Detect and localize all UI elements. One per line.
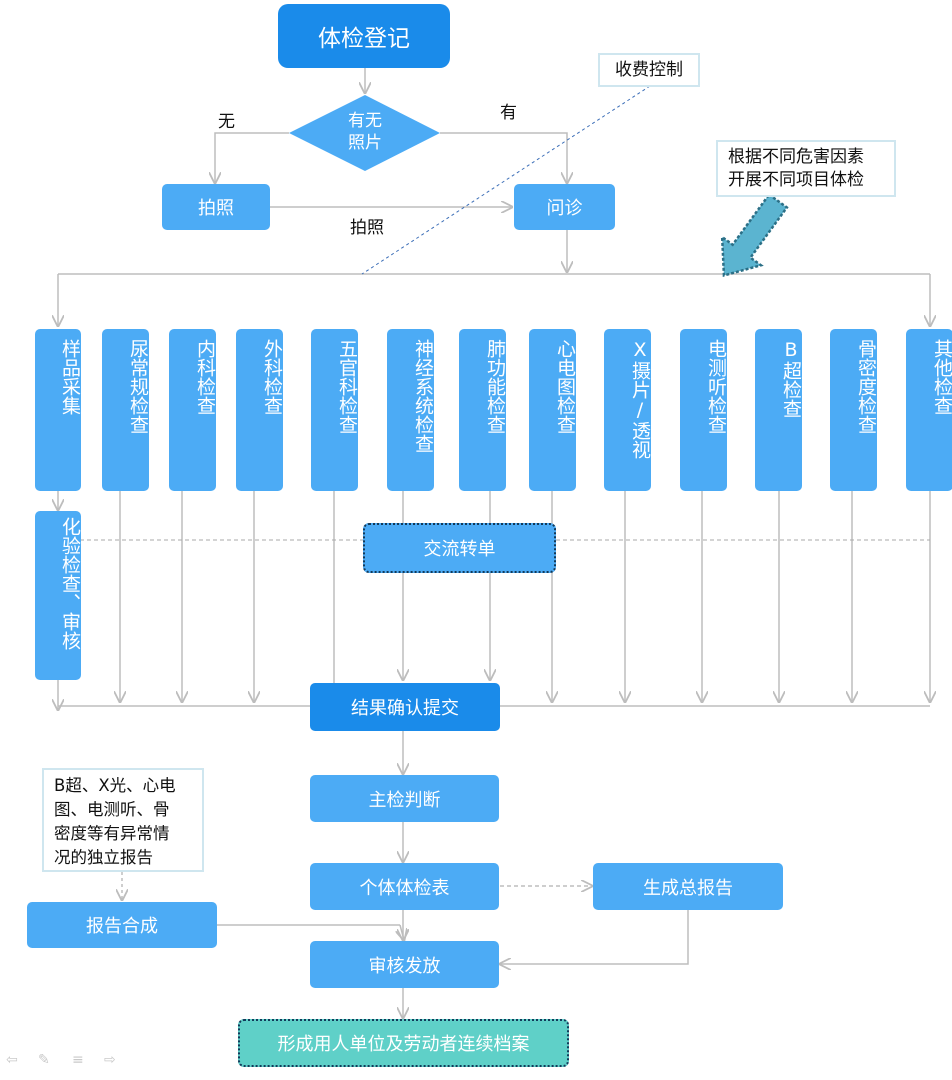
edge-label-photo: 拍照 <box>350 218 384 238</box>
next-slide-icon[interactable]: ⇨ <box>104 1052 116 1068</box>
exam-sample-collection: 样品采集 <box>35 329 81 491</box>
exam-ultrasound: B超检查 <box>755 329 802 491</box>
main-judge-node: 主检判断 <box>310 775 499 822</box>
review-issue-node: 审核发放 <box>310 941 499 988</box>
exam-audiometry: 电测听检查 <box>680 329 727 491</box>
exam-ecg: 心电图检查 <box>529 329 576 491</box>
edge-label-yes: 有 <box>500 103 517 123</box>
exam-other: 其他检查 <box>906 329 952 491</box>
hazard-note: 根据不同危害因素 开展不同项目体检 <box>716 140 896 197</box>
report-merge-node: 报告合成 <box>27 902 217 948</box>
independent-report-note: B超、X光、心电 图、电测听、骨 密度等有异常情 况的独立报告 <box>42 768 204 872</box>
archive-node: 形成用人单位及劳动者连续档案 <box>238 1019 569 1067</box>
exam-ent: 五官科检查 <box>311 329 358 491</box>
menu-icon[interactable]: ≡ <box>72 1052 84 1068</box>
exam-neuro: 神经系统检查 <box>387 329 434 491</box>
summary-report-node: 生成总报告 <box>593 863 783 910</box>
pen-icon[interactable]: ✎ <box>38 1052 50 1068</box>
fee-control-note: 收费控制 <box>598 53 700 87</box>
edge-label-no: 无 <box>218 112 235 132</box>
prev-slide-icon[interactable]: ⇦ <box>6 1052 18 1068</box>
hazard-arrow-icon <box>720 192 789 278</box>
exam-internal: 内科检查 <box>169 329 216 491</box>
exam-surgical: 外科检查 <box>236 329 283 491</box>
exam-lung: 肺功能检查 <box>459 329 506 491</box>
consult-node: 问诊 <box>514 184 615 230</box>
exchange-node: 交流转单 <box>363 523 556 573</box>
decision-diamond <box>289 95 440 171</box>
exam-bone-density: 骨密度检查 <box>830 329 877 491</box>
photo-node: 拍照 <box>162 184 270 230</box>
lab-test-node: 化验检查、审核 <box>35 511 81 680</box>
result-submit-node: 结果确认提交 <box>310 683 500 731</box>
exam-xray: X摄片/透视 <box>604 329 651 491</box>
decision-label: 有无 照片 <box>348 111 382 153</box>
exam-urine: 尿常规检查 <box>102 329 149 491</box>
start-node: 体检登记 <box>278 4 450 68</box>
individual-form-node: 个体体检表 <box>310 863 499 910</box>
